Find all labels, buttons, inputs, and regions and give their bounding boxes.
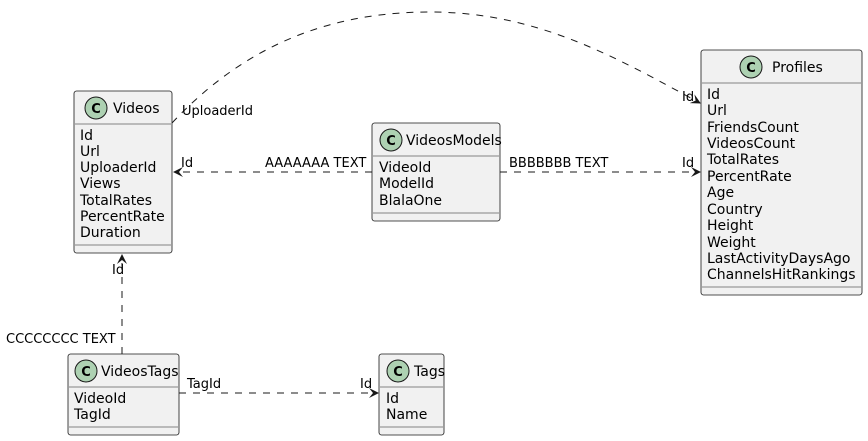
attribute: Name [386,407,427,423]
edge-label-tags-id: Id [360,377,372,392]
edge-label-aaaaaaa: AAAAAAA TEXT [265,156,366,171]
attribute: ChannelsHitRankings [707,267,856,283]
class-badge-icon: C [379,128,403,152]
class-videosmodels[interactable]: C VideosModels VideoId ModelId BlalaOne [371,122,502,222]
attribute: ModelId [379,176,434,192]
attribute: TotalRates [706,152,779,168]
attribute: UploaderId [80,160,156,176]
edge-videos-profiles: UploaderId Id [171,11,701,124]
edge-label-bbbbbbb: BBBBBBB TEXT [509,156,608,171]
class-badge-icon: C [74,359,98,383]
attribute: Url [707,103,727,119]
attribute: Id [80,128,93,144]
attribute: VideoId [379,160,431,176]
attribute: Id [386,391,399,407]
class-videos[interactable]: C Videos Id Url UploaderId Views TotalRa… [73,90,173,254]
attribute: BlalaOne [379,193,442,209]
attribute: VideosCount [707,136,796,152]
edge-label-videos-id: Id [181,156,193,171]
class-name: Videos [113,101,160,117]
edge-line [171,11,701,124]
attribute: FriendsCount [707,120,799,136]
class-name: Tags [413,364,445,380]
class-badge-icon: C [84,96,108,120]
svg-text:C: C [393,365,403,380]
edge-label-profiles-id: Id [682,90,694,105]
edge-label-profiles-id-2: Id [682,156,694,171]
class-box [73,90,173,254]
class-box [371,122,501,222]
attribute: Views [80,176,121,192]
class-badge-icon: C [739,55,763,79]
edge-label-videos-id-2: Id [112,263,124,278]
edge-videostags-videos: CCCCCCCC TEXT Id [6,254,127,354]
attribute: Age [707,185,734,201]
attribute: Country [707,202,763,218]
attribute: Duration [80,225,141,241]
attribute: VideoId [74,391,126,407]
svg-text:C: C [746,61,756,76]
class-profiles[interactable]: C Profiles Id Url FriendsCount VideosCou… [700,49,863,296]
attribute: Url [80,144,100,160]
svg-text:C: C [91,102,101,117]
attribute: PercentRate [707,169,792,185]
class-videostags[interactable]: C VideosTags VideoId TagId [67,353,180,436]
attribute: TagId [73,407,111,423]
attribute: Height [707,218,754,234]
class-badge-icon: C [386,359,410,383]
class-name: Profiles [772,60,823,76]
attribute: TotalRates [79,193,152,209]
edge-label-cccccccc: CCCCCCCC TEXT [6,332,116,347]
class-tags[interactable]: C Tags Id Name [378,353,445,436]
attribute: Weight [707,235,756,251]
attribute: Id [707,87,720,103]
class-name: VideosTags [101,364,179,380]
edge-videostags-tags: TagId Id [179,377,379,398]
class-box [700,49,863,296]
edge-videosmodels-profiles: BBBBBBB TEXT Id [500,156,701,177]
attribute: PercentRate [80,209,165,225]
edge-label-uploaderid: UploaderId [182,104,253,119]
svg-text:C: C [81,365,91,380]
edge-label-tagid: TagId [186,377,221,392]
svg-text:C: C [386,134,396,149]
edge-videosmodels-videos: AAAAAAA TEXT Id [173,156,372,177]
attribute: LastActivityDaysAgo [707,251,851,267]
class-name: VideosModels [406,133,502,149]
